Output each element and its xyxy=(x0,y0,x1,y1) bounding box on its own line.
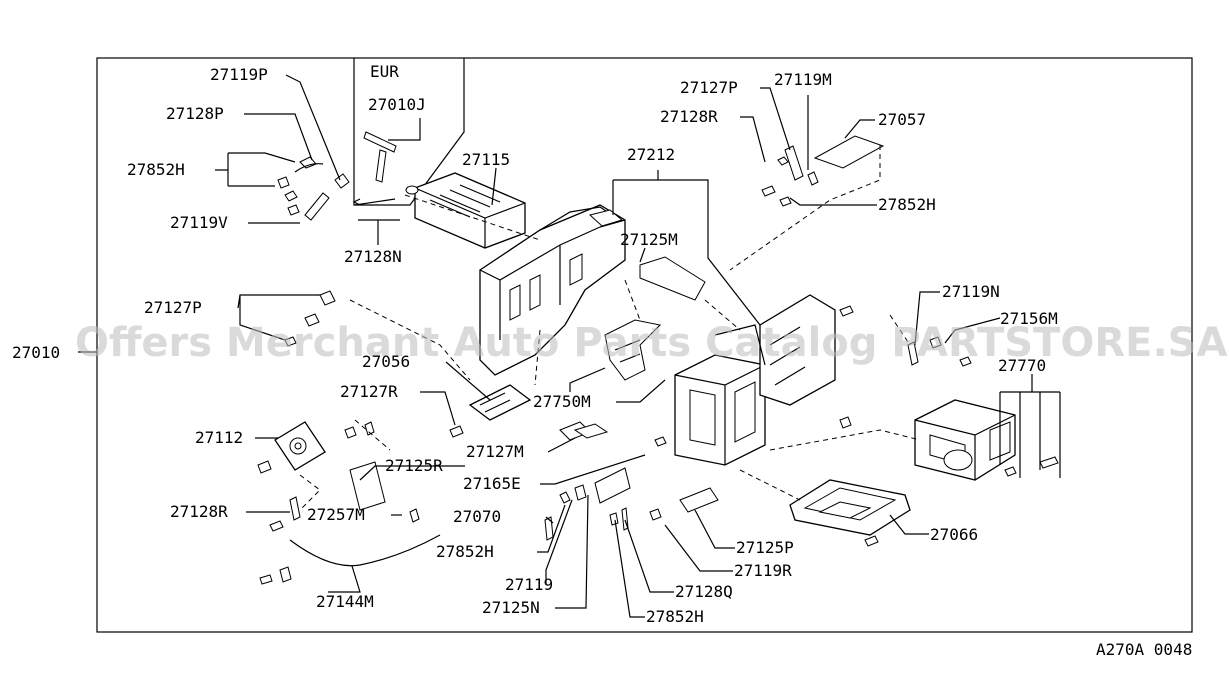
part-27056-shape xyxy=(449,384,532,438)
label-27852H-b: 27852H xyxy=(878,195,936,214)
label-27112: 27112 xyxy=(195,428,243,447)
label-27119M: 27119M xyxy=(774,70,832,89)
label-27125R: 27125R xyxy=(385,456,443,475)
part-27112-shape xyxy=(257,421,326,474)
heater-box-shape xyxy=(674,294,836,466)
part-27770-shape xyxy=(914,399,1059,481)
part-labels: 27010 EUR 27010J 27119P 27128P 27852H 27… xyxy=(12,62,1192,659)
label-27128R-left: 27128R xyxy=(170,502,228,521)
lower-clips xyxy=(544,421,719,541)
left-lever-group xyxy=(277,131,397,221)
label-27115: 27115 xyxy=(462,150,510,169)
diagram-frame xyxy=(96,57,1193,633)
part-27066-shape xyxy=(789,479,911,536)
label-27770: 27770 xyxy=(998,356,1046,375)
part-27750M-shape xyxy=(604,319,662,381)
label-27128R-top: 27128R xyxy=(660,107,718,126)
label-27070: 27070 xyxy=(453,507,501,526)
part-27144M-shape xyxy=(289,534,441,567)
part-27212-shape xyxy=(479,204,626,376)
label-27127R: 27127R xyxy=(340,382,398,401)
diagram-code: A270A 0048 xyxy=(1096,640,1192,659)
label-27144M: 27144M xyxy=(316,592,374,611)
label-27010: 27010 xyxy=(12,343,60,362)
label-27128Q: 27128Q xyxy=(675,582,733,601)
label-27128N: 27128N xyxy=(344,247,402,266)
watermark-text: Offers Merchant Auto Parts Catalog PARTS… xyxy=(75,320,1227,366)
label-27165E: 27165E xyxy=(463,474,521,493)
label-27128P: 27128P xyxy=(166,104,224,123)
label-27125N: 27125N xyxy=(482,598,540,617)
label-27010J: 27010J xyxy=(368,95,426,114)
label-27119R: 27119R xyxy=(734,561,792,580)
label-27119: 27119 xyxy=(505,575,553,594)
label-27119P: 27119P xyxy=(210,65,268,84)
label-27750M: 27750M xyxy=(533,392,591,411)
eur-inset-box xyxy=(353,58,465,206)
top-right-lever xyxy=(761,145,819,207)
label-27125M: 27125M xyxy=(620,230,678,249)
label-27125P: 27125P xyxy=(736,538,794,557)
label-27056: 27056 xyxy=(362,352,410,371)
part-27125R-shape xyxy=(349,461,386,511)
label-27852H-c: 27852H xyxy=(436,542,494,561)
dashed-lines xyxy=(299,145,921,511)
label-27057: 27057 xyxy=(878,110,926,129)
label-eur: EUR xyxy=(370,62,399,81)
label-27127M: 27127M xyxy=(466,442,524,461)
label-27257M: 27257M xyxy=(307,505,365,524)
label-27119V: 27119V xyxy=(170,213,228,232)
label-27127P-left: 27127P xyxy=(144,298,202,317)
part-27125M-shape xyxy=(639,256,706,301)
label-27127P-top: 27127P xyxy=(680,78,738,97)
part-27057-shape xyxy=(813,135,885,169)
left-clips xyxy=(269,290,609,532)
right-clips xyxy=(839,305,972,547)
part-27115-shape xyxy=(405,172,526,249)
label-27156M: 27156M xyxy=(1000,309,1058,328)
label-27212: 27212 xyxy=(627,145,675,164)
leader-lines xyxy=(78,74,1061,618)
label-27852H-d: 27852H xyxy=(646,607,704,626)
label-27852H-a: 27852H xyxy=(127,160,185,179)
label-27119N: 27119N xyxy=(942,282,1000,301)
label-27066: 27066 xyxy=(930,525,978,544)
